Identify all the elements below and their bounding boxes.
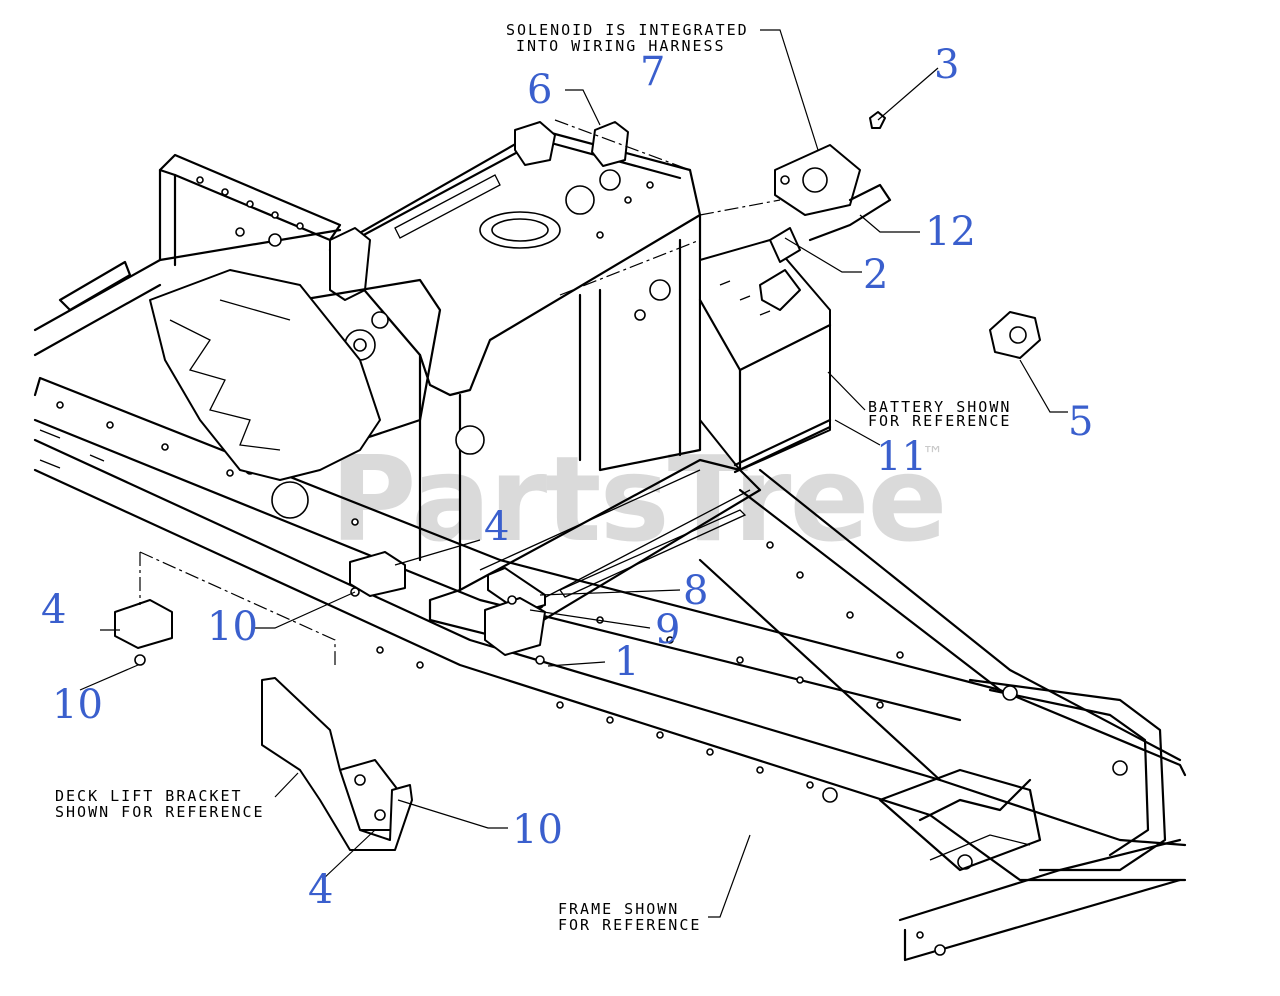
note-deck-line2: SHOWN FOR REFERENCE	[55, 803, 265, 821]
callout-10-left: 10	[52, 682, 103, 728]
callout-6: 6	[527, 67, 552, 113]
callout-3: 3	[934, 42, 959, 88]
note-solenoid-line2: INTO WIRING HARNESS	[516, 37, 726, 55]
frame	[33, 153, 1187, 962]
callout-10-center: 10	[207, 604, 258, 650]
callout-4-bottom: 4	[308, 867, 333, 913]
note-battery-line2: FOR REFERENCE	[868, 412, 1011, 430]
watermark: PartsTree	[330, 430, 946, 568]
notes: SOLENOID IS INTEGRATED INTO WIRING HARNE…	[55, 21, 1011, 934]
solenoid	[591, 111, 1041, 359]
callout-4-left: 4	[41, 587, 66, 633]
callout-11: 11	[876, 434, 927, 480]
bracket-9	[484, 597, 546, 656]
deck-lift-bracket	[261, 677, 413, 851]
callout-7: 7	[640, 49, 665, 95]
callout-5: 5	[1068, 399, 1093, 445]
callout-1: 1	[614, 639, 639, 685]
battery	[698, 239, 832, 474]
note-battery-line1: BATTERY SHOWN	[868, 398, 1011, 416]
callout-10-bottom: 10	[512, 807, 563, 853]
callouts: 1 2 3 4 4 4 5 6 7 8 9 10 10 10 11 12	[41, 42, 1093, 913]
callout-9: 9	[655, 607, 680, 653]
note-solenoid-line1: SOLENOID IS INTEGRATED	[506, 21, 749, 39]
note-deck-line1: DECK LIFT BRACKET	[55, 787, 243, 805]
callout-4-center: 4	[484, 504, 509, 550]
leader-lines	[79, 29, 1068, 918]
callout-12: 12	[925, 209, 976, 255]
note-frame-line2: FOR REFERENCE	[558, 916, 701, 934]
seat-adjust-plate	[149, 269, 381, 481]
note-frame-line1: FRAME SHOWN	[558, 900, 679, 918]
bracket-8	[487, 567, 546, 613]
watermark-trademark: ™	[922, 443, 944, 468]
assembly-lines	[139, 119, 781, 745]
callout-8: 8	[683, 568, 708, 614]
callout-2: 2	[863, 252, 888, 298]
